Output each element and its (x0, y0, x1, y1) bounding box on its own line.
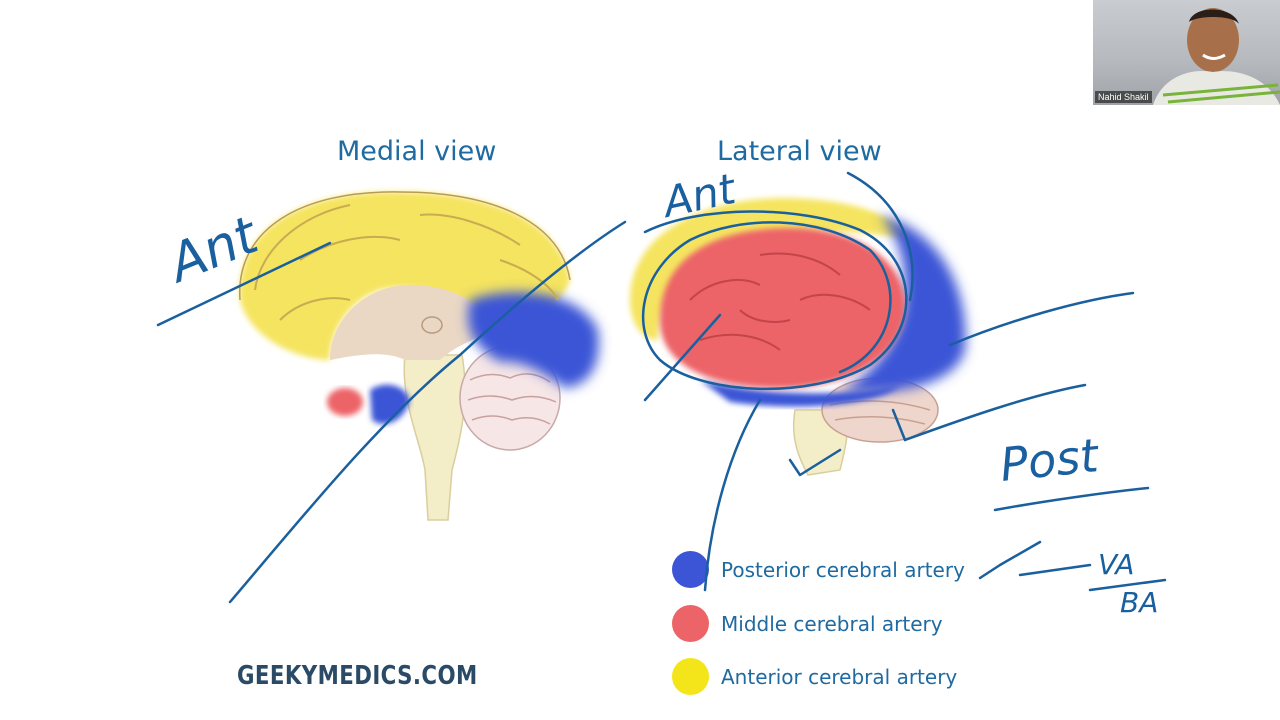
ink-check (978, 540, 1042, 580)
ink-post: Post (998, 428, 1103, 492)
legend-dot-posterior (672, 551, 709, 588)
legend-dot-anterior (672, 658, 709, 695)
ink-stroke-right-2 (903, 383, 1087, 442)
lateral-brain (630, 198, 966, 476)
ink-va: VA (1098, 548, 1134, 581)
ink-ant-right: Ant (656, 164, 741, 228)
ink-stroke-top (846, 171, 914, 302)
ink-stroke-diagonal (228, 220, 627, 604)
webcam-video[interactable]: Nahid Shakil (1093, 0, 1280, 105)
legend-dot-middle (672, 605, 709, 642)
ink-ba: BA (1120, 586, 1158, 619)
legend-label-middle: Middle cerebral artery (721, 611, 943, 636)
webcam-person (1153, 8, 1280, 105)
legend-item-anterior: Anterior cerebral artery (672, 658, 957, 695)
legend-item-posterior: Posterior cerebral artery (672, 551, 965, 588)
ink-post-underline (993, 486, 1150, 512)
medial-view-title: Medial view (337, 136, 497, 167)
legend-label-anterior: Anterior cerebral artery (721, 664, 958, 689)
legend-item-middle: Middle cerebral artery (672, 605, 943, 642)
ink-tick-2 (788, 448, 842, 477)
lateral-view-title: Lateral view (717, 136, 882, 167)
ink-dash (1018, 563, 1092, 577)
brand-logo: GEEKYMEDICS.COM (237, 661, 478, 691)
ink-circle (641, 210, 908, 391)
webcam-name-label: Nahid Shakil (1095, 91, 1152, 103)
ink-stroke-down (703, 398, 762, 592)
ink-stroke-left (156, 241, 332, 327)
ink-arrow-lateral (643, 313, 722, 402)
ink-stroke-right-1 (948, 291, 1135, 347)
ink-tick-1 (891, 408, 907, 442)
medial-brain (239, 191, 599, 521)
legend-label-posterior: Posterior cerebral artery (721, 557, 965, 582)
ink-fraction-bar (1088, 578, 1167, 592)
